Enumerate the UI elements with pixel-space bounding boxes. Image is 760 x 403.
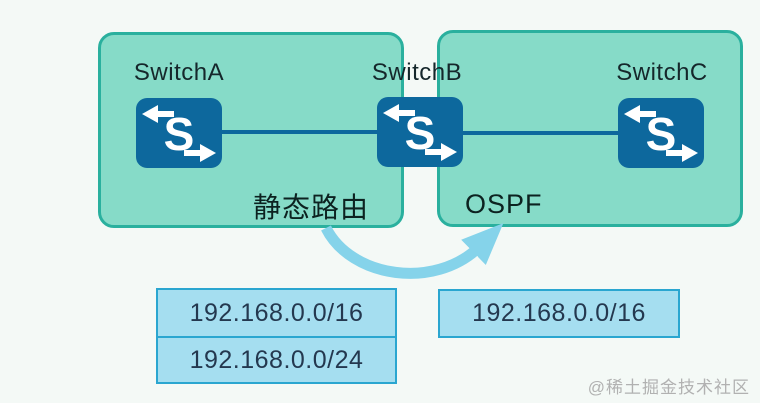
arrow-right-head-icon xyxy=(200,144,216,162)
static-routing-label: 静态路由 xyxy=(253,192,370,223)
arrow-left-head-icon xyxy=(383,104,399,122)
switchc-label: SwitchC xyxy=(616,59,708,86)
arrow-left-head-icon xyxy=(624,105,640,123)
arrow-right-head-icon xyxy=(441,143,457,161)
arrow-left-head-icon xyxy=(142,105,158,123)
watermark: @稀土掘金技术社区 xyxy=(587,378,750,397)
static-route-box-24: 192.168.0.0/24 xyxy=(156,336,397,384)
switcha-icon: S xyxy=(136,98,222,168)
switch-glyph: S xyxy=(383,104,457,161)
switchb-label: SwitchB xyxy=(371,59,463,86)
switchb-icon: S xyxy=(377,97,463,167)
switch-glyph: S xyxy=(142,105,216,162)
switch-glyph: S xyxy=(624,105,698,162)
ospf-route-box-16: 192.168.0.0/16 xyxy=(438,289,680,338)
static-route-box-16: 192.168.0.0/16 xyxy=(156,288,397,338)
link-switchb-switchc xyxy=(452,131,622,135)
arrow-right-head-icon xyxy=(682,144,698,162)
link-switcha-switchb xyxy=(218,130,382,134)
switchc-icon: S xyxy=(618,98,704,168)
ospf-label: OSPF xyxy=(465,189,543,219)
switcha-label: SwitchA xyxy=(133,59,225,86)
redistribution-arrow-icon xyxy=(321,223,504,279)
